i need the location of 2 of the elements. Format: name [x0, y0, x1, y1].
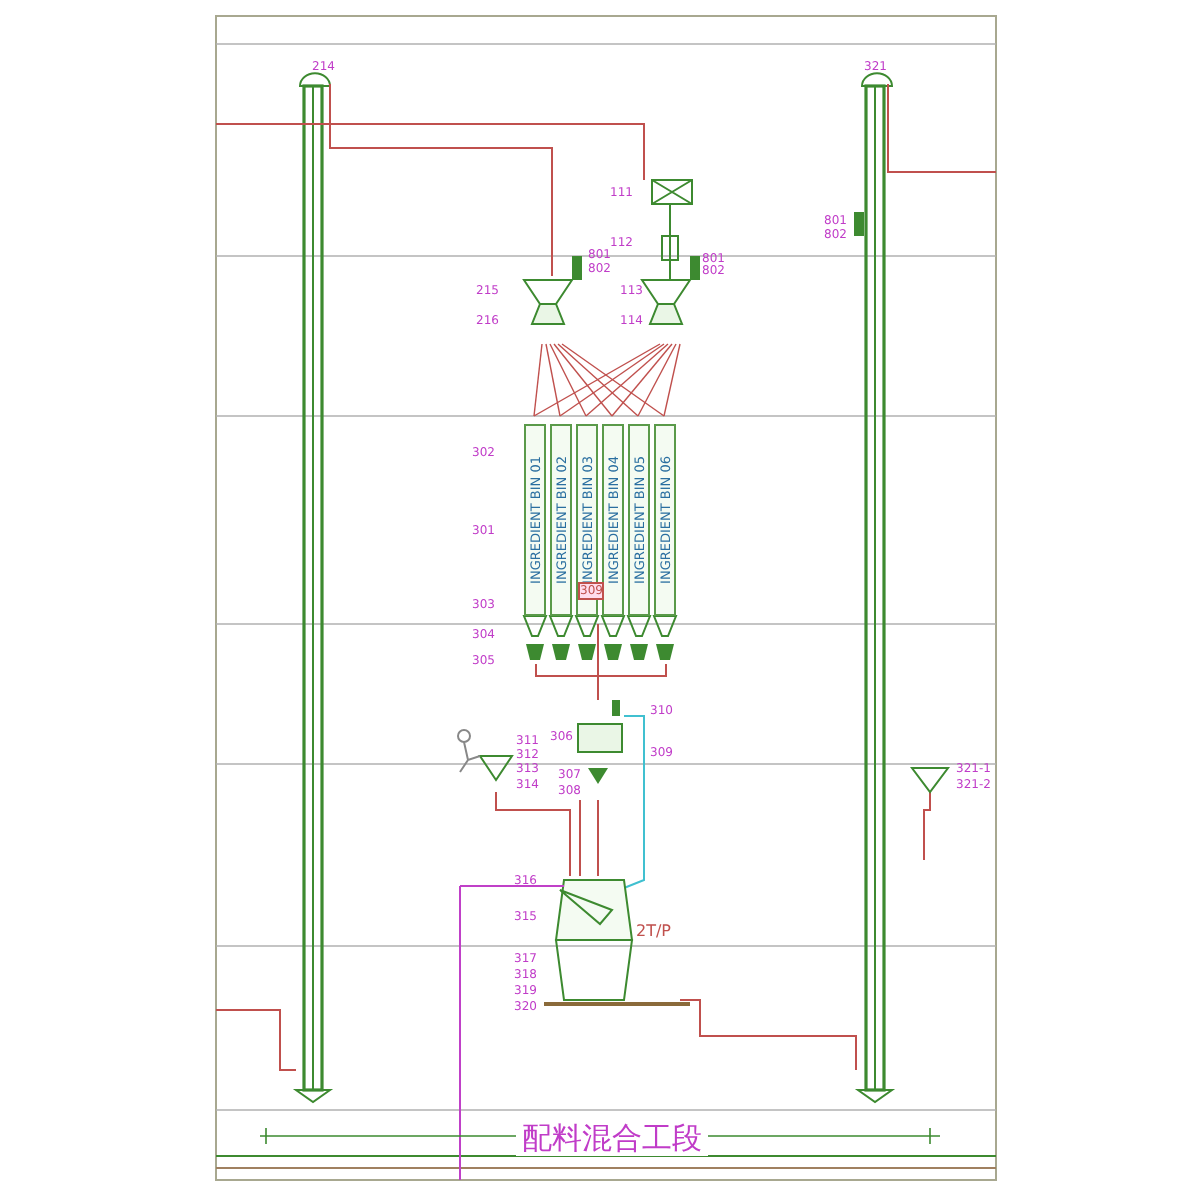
- callout-number: 2T/P: [636, 924, 671, 938]
- section-title: 配料混合工段: [516, 1120, 708, 1156]
